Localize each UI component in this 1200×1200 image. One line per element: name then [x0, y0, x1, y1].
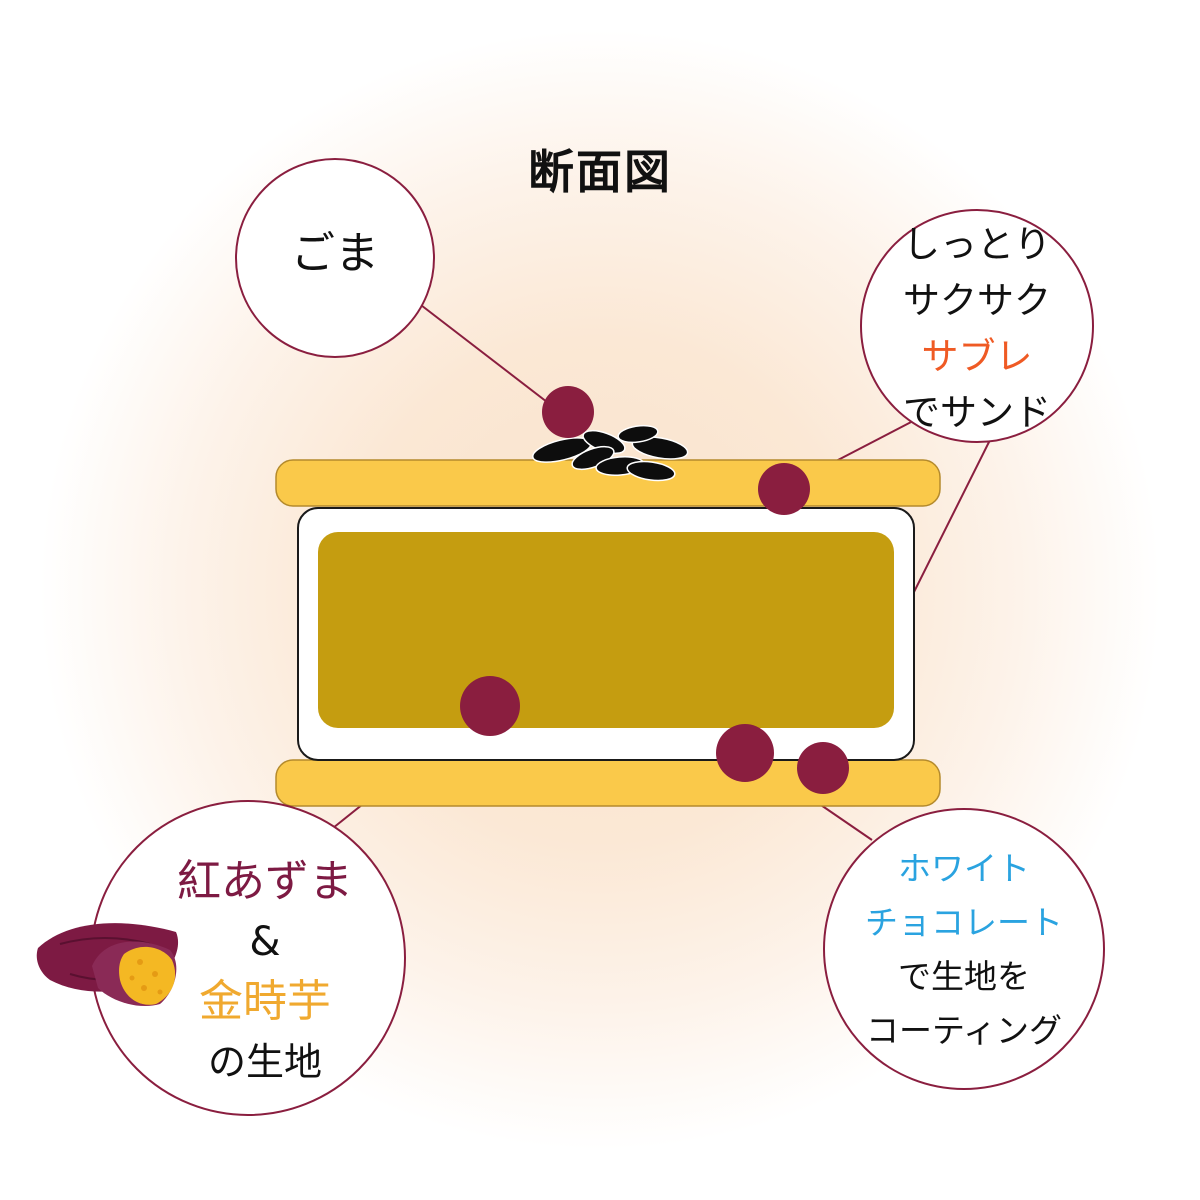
marker-sable-top [758, 463, 810, 515]
label-dough: 紅あずま & 金時芋 の生地 [140, 852, 390, 1092]
label-sable-line4: でサンド [903, 391, 1051, 434]
label-white-chocolate-line1: ホワイト [898, 849, 1030, 888]
callout-sable [860, 209, 1094, 443]
label-dough-line4: の生地 [207, 1040, 322, 1084]
marker-dough [460, 676, 520, 736]
callout-sesame [235, 158, 435, 358]
marker-sesame [542, 386, 594, 438]
label-sesame-text: ごま [291, 228, 379, 279]
diagram-title: 断面図 [528, 145, 672, 199]
label-dough-line3: 金時芋 [199, 976, 331, 1027]
label-sesame: ごま [236, 224, 434, 284]
leader-line-sesame [403, 291, 561, 413]
label-white-chocolate-line4: コーティング [865, 1011, 1063, 1050]
sweet-potato-filling [318, 532, 894, 728]
label-white-chocolate-line2: チョコレート [865, 903, 1063, 942]
label-white-chocolate-line3: で生地を [898, 957, 1030, 996]
marker-sable-bottom [797, 742, 849, 794]
label-white-chocolate: ホワイト チョコレート で生地を コーティング [824, 842, 1104, 1058]
sesame-seeds [532, 424, 689, 482]
label-sable-line3: サブレ [921, 335, 1033, 378]
sweet-potato-icon [36, 923, 179, 1007]
label-dough-line1: 紅あずま [177, 856, 353, 907]
callout-coating [823, 808, 1105, 1090]
label-sable: しっとり サクサク サブレ でサンド [861, 217, 1093, 441]
label-sable-line1: しっとり [903, 223, 1051, 266]
label-dough-line2: & [249, 919, 281, 965]
marker-coating [716, 724, 774, 782]
label-sable-line2: サクサク [903, 279, 1051, 322]
